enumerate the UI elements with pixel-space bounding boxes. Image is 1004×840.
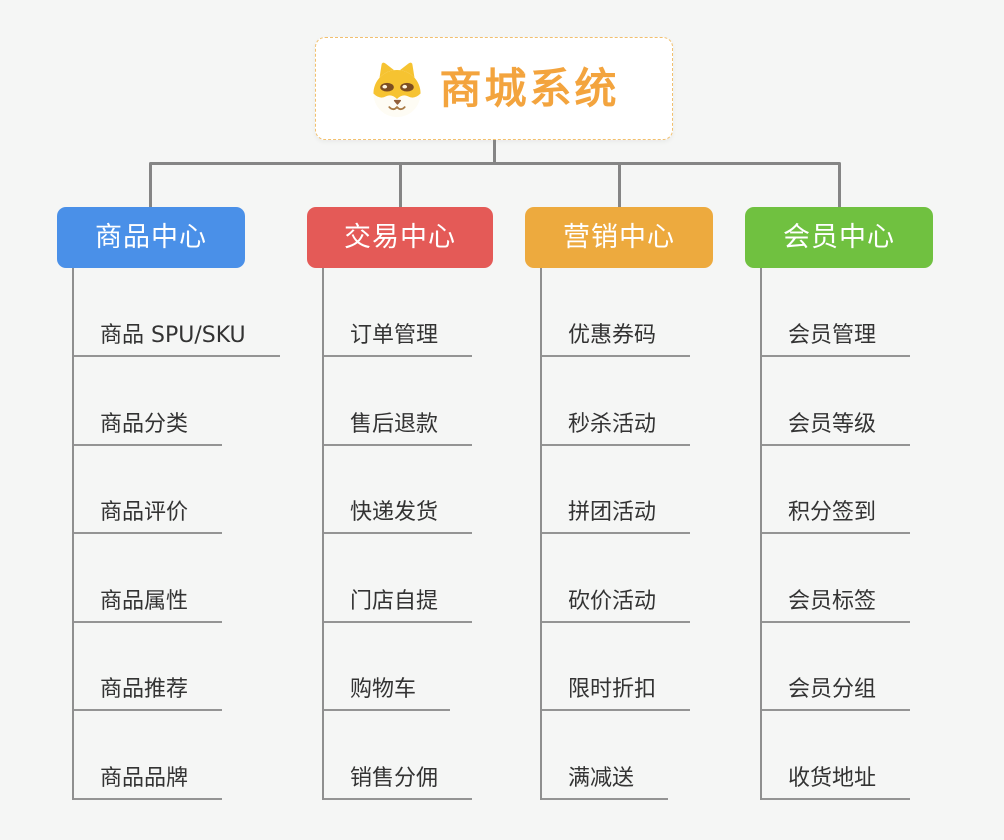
child-node[interactable]: 会员等级 (762, 413, 911, 446)
child-node[interactable]: 订单管理 (324, 325, 473, 357)
branch-header-marketing[interactable]: 营销中心 (525, 207, 713, 268)
root-connector-stub (493, 140, 496, 164)
child-node[interactable]: 会员分组 (762, 679, 911, 712)
child-node[interactable]: 会员标签 (762, 590, 911, 623)
child-node[interactable]: 商品分类 (74, 413, 223, 446)
branch-drop-line (838, 164, 841, 208)
branch-children-goods: 商品 SPU/SKU 商品分类 商品评价 商品属性 商品推荐 商品品牌 (72, 268, 280, 800)
child-node[interactable]: 会员管理 (762, 325, 911, 357)
branch-drop-line (618, 164, 621, 208)
branch-header-member[interactable]: 会员中心 (745, 207, 933, 268)
child-node[interactable]: 商品属性 (74, 590, 223, 623)
branch-header-goods[interactable]: 商品中心 (57, 207, 245, 268)
child-node[interactable]: 积分签到 (762, 502, 911, 535)
root-title: 商城系统 (439, 63, 620, 113)
child-node[interactable]: 限时折扣 (542, 679, 691, 712)
child-node[interactable]: 快递发货 (324, 502, 473, 535)
child-node[interactable]: 优惠券码 (542, 325, 691, 357)
child-node[interactable]: 商品推荐 (74, 679, 223, 712)
child-node[interactable]: 购物车 (324, 679, 451, 712)
branch-bus-line (149, 162, 841, 165)
branch-children-trade: 订单管理 售后退款 快递发货 门店自提 购物车 销售分佣 (322, 268, 473, 800)
child-node[interactable]: 销售分佣 (324, 767, 473, 800)
branch-header-trade[interactable]: 交易中心 (307, 207, 493, 268)
child-node[interactable]: 秒杀活动 (542, 413, 691, 446)
dog-face-icon (373, 62, 422, 117)
root-node[interactable]: 商城系统 (315, 37, 673, 140)
branch-drop-line (149, 164, 152, 208)
branch-drop-line (399, 164, 402, 208)
child-node[interactable]: 商品 SPU/SKU (74, 325, 280, 357)
child-node[interactable]: 砍价活动 (542, 590, 691, 623)
branch-children-member: 会员管理 会员等级 积分签到 会员标签 会员分组 收货地址 (760, 268, 911, 800)
child-node[interactable]: 商品评价 (74, 502, 223, 535)
child-node[interactable]: 商品品牌 (74, 767, 223, 800)
child-node[interactable]: 收货地址 (762, 767, 911, 800)
branch-children-marketing: 优惠券码 秒杀活动 拼团活动 砍价活动 限时折扣 满减送 (540, 268, 691, 800)
child-node[interactable]: 售后退款 (324, 413, 473, 446)
child-node[interactable]: 满减送 (542, 767, 669, 800)
child-node[interactable]: 门店自提 (324, 590, 473, 623)
child-node[interactable]: 拼团活动 (542, 502, 691, 535)
